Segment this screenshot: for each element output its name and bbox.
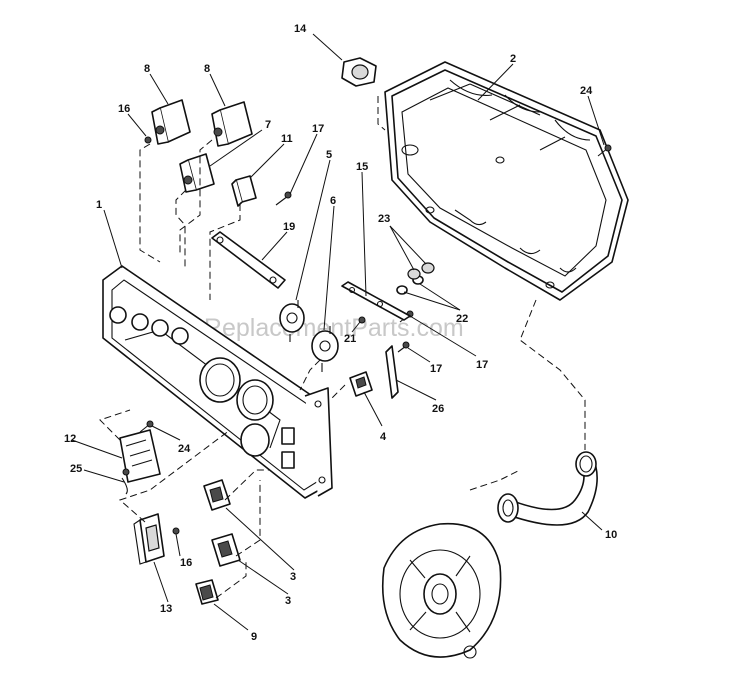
callout-12: 12 [64,433,76,445]
callout-21: 21 [344,333,356,345]
callout-25: 25 [70,463,82,475]
callout-17-upper: 17 [312,123,324,135]
callout-24-lower: 24 [178,443,191,455]
part-2-rear-housing [384,61,629,301]
callout-26: 26 [432,403,444,415]
part-7-switch [179,153,215,193]
part-8-circuit-breaker-left [151,99,191,145]
callout-1: 1 [96,199,102,211]
callout-23: 23 [378,213,390,225]
callout-16-upper: 16 [118,103,130,115]
callout-11: 11 [281,133,293,145]
callout-16-lower: 16 [180,557,192,569]
callout-24-upper: 24 [580,85,593,97]
part-24-screw-panel [139,420,154,433]
callout-17-lower: 17 [430,363,442,375]
callout-4: 4 [380,431,387,443]
callout-9: 9 [251,631,257,643]
callout-14: 14 [294,23,307,35]
part-14-grommet [341,57,377,87]
callout-8-right: 8 [204,63,210,75]
part-16-nut-lower [172,527,180,535]
callout-8-left: 8 [144,63,150,75]
callout-15: 15 [356,161,368,173]
callout-17-right: 17 [476,359,488,371]
part-19-bracket [211,231,286,289]
part-9-switch [195,579,219,605]
callout-labels: 1 2 3 3 4 5 6 7 8 8 9 10 11 12 13 14 15 … [64,23,617,643]
part-6-receptacle [311,326,339,372]
part-17-screw-upper [275,191,292,206]
callout-13: 13 [160,603,172,615]
callout-22: 22 [456,313,468,325]
assembly-lines [99,96,586,599]
part-1-control-panel [102,265,333,499]
part-22-washers [396,275,424,295]
part-8-circuit-breaker-right [211,101,253,147]
part-10-cable-boot [497,451,598,526]
part-16-nut-upper [144,136,152,144]
callout-5: 5 [326,149,332,161]
part-5-receptacle [279,300,305,342]
part-4-switch [349,371,373,397]
callout-7: 7 [265,119,271,131]
part-3-switch-upper [203,479,231,511]
part-21-fastener [358,316,366,324]
part-17-screw-lower [397,341,410,353]
callout-6: 6 [330,195,336,207]
callout-10: 10 [605,529,617,541]
leader-lines [71,33,605,631]
fan-housing [381,522,502,659]
callout-2: 2 [510,53,516,65]
part-26-bracket [385,345,399,399]
part-25-wire [121,477,128,495]
callout-3-lower: 3 [285,595,291,607]
part-11-block [231,175,257,207]
part-3-switch-lower [211,533,241,567]
callout-3-upper: 3 [290,571,296,583]
part-12-circuit-board [119,429,161,483]
part-13-component [133,513,165,565]
callout-19: 19 [283,221,295,233]
part-24-screw-housing [597,144,612,157]
